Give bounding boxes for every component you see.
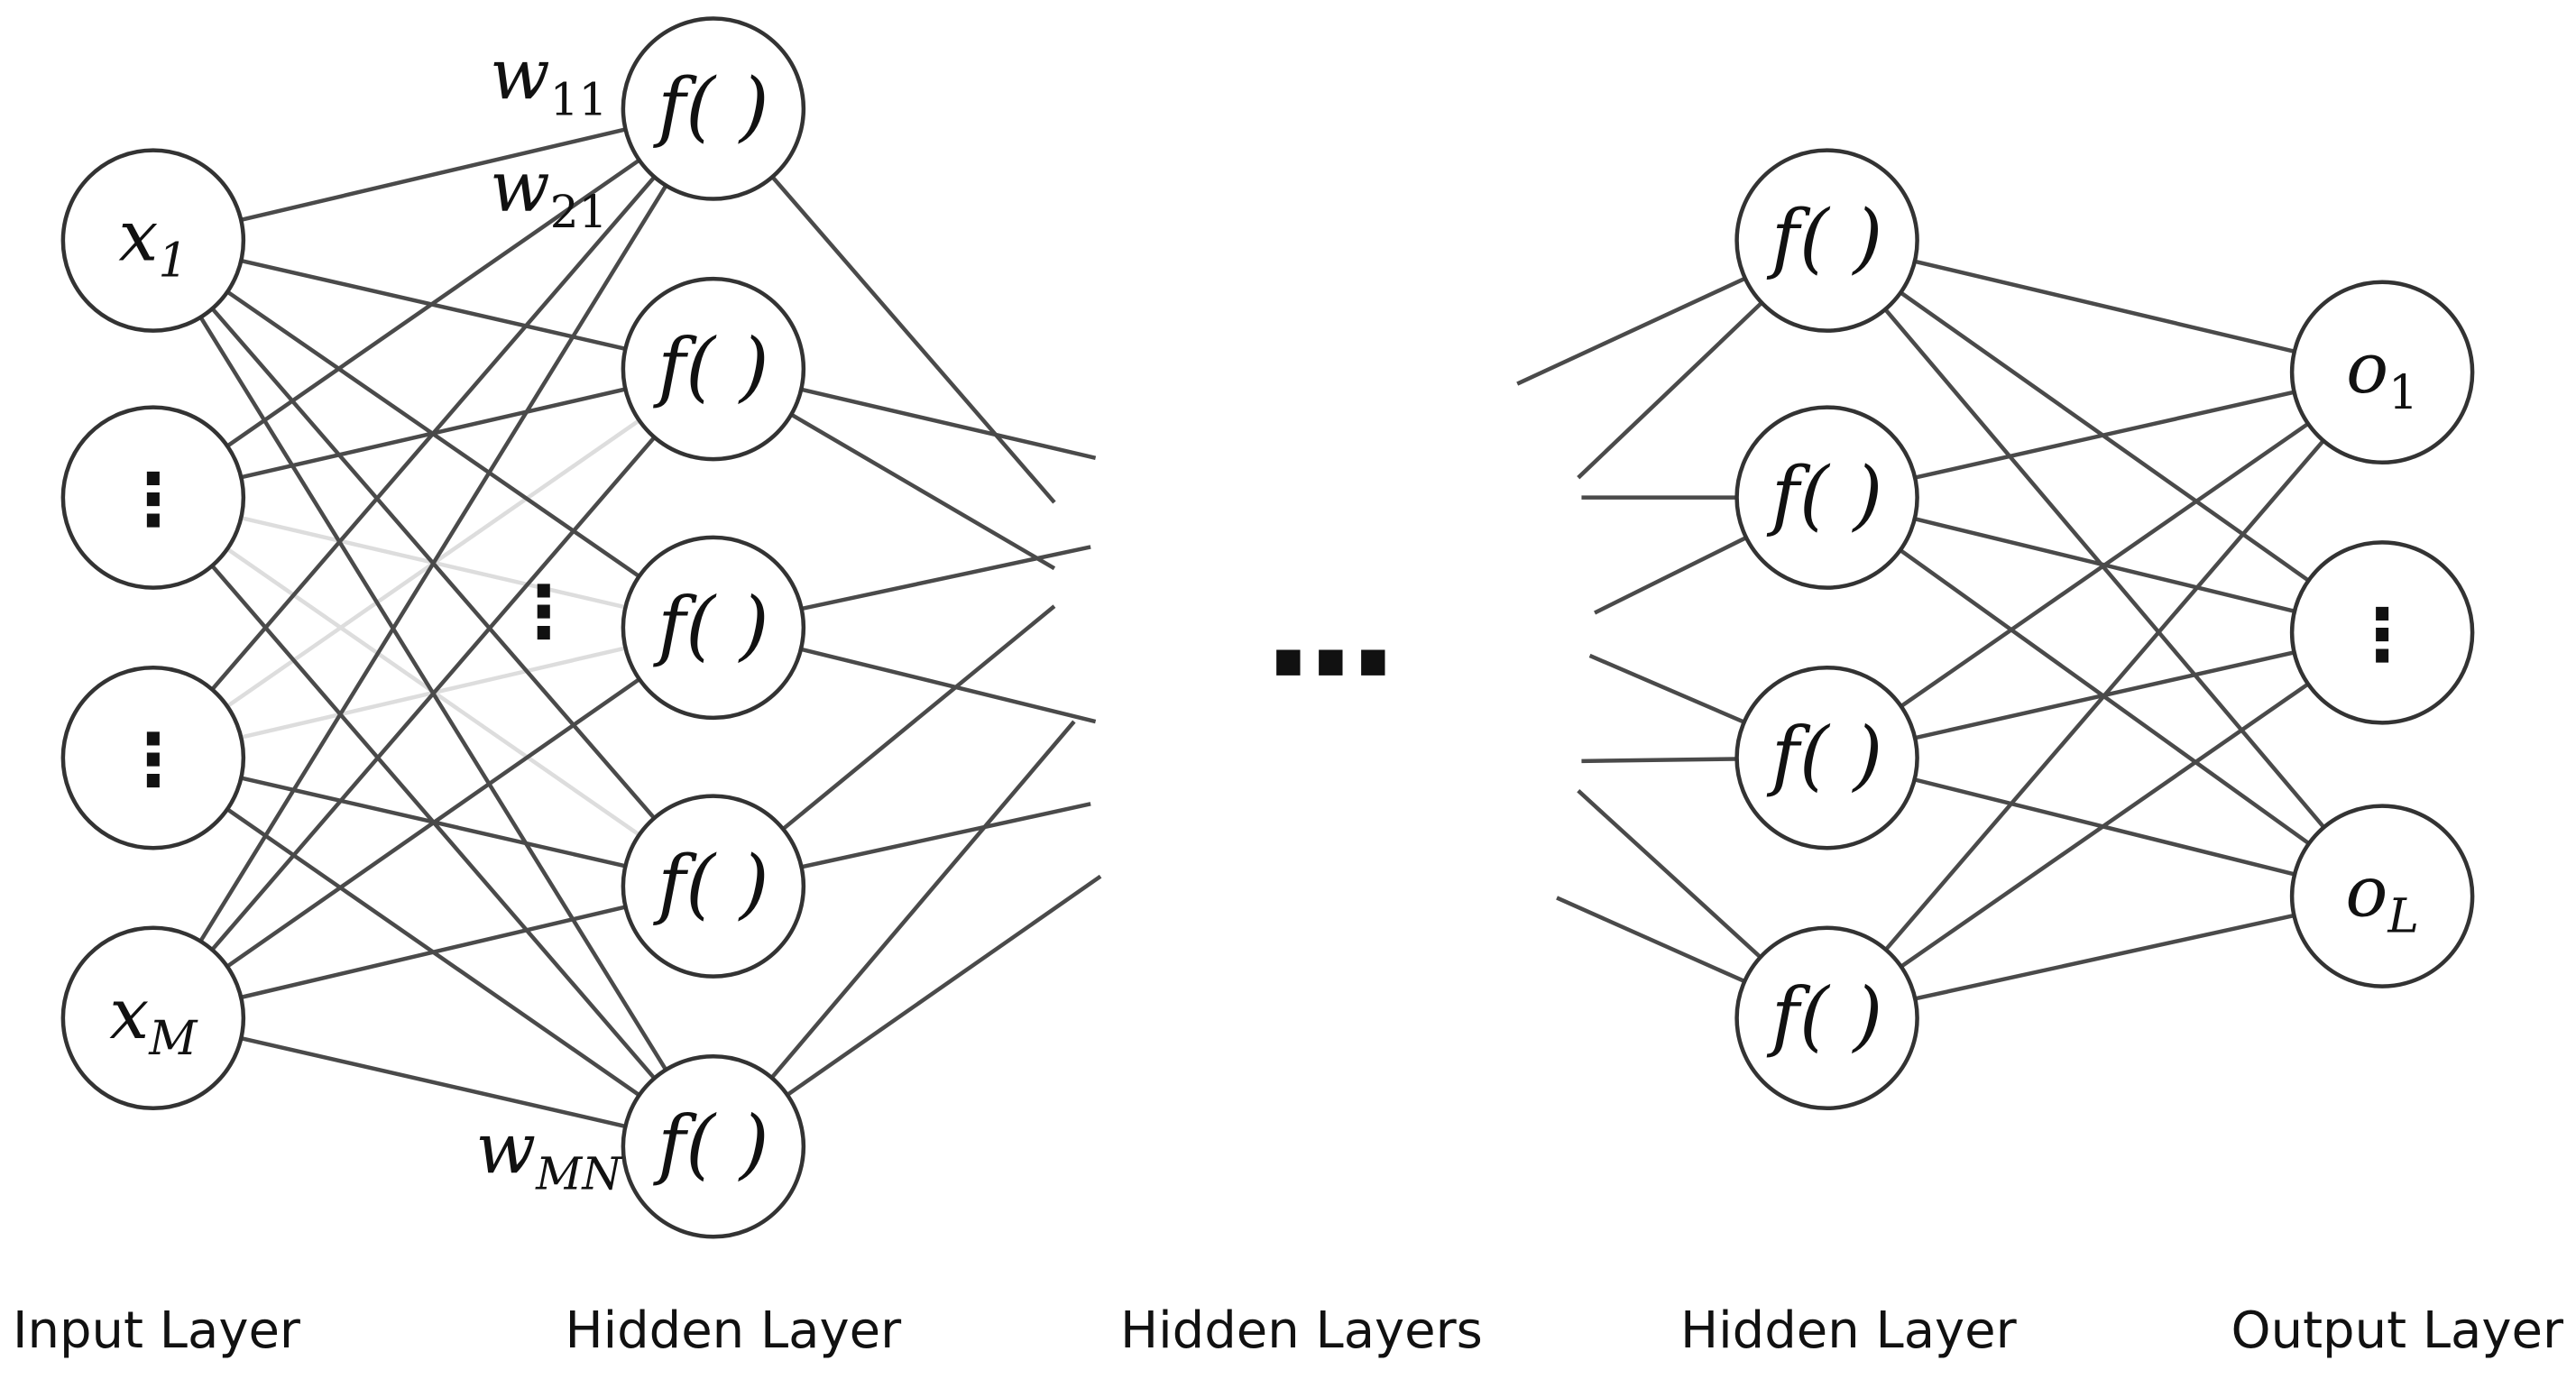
hidden-node xyxy=(1734,405,1919,590)
activation-label: f( ) xyxy=(652,840,768,928)
edge-hidden-output xyxy=(1884,439,2325,952)
truncated-edge xyxy=(790,412,1056,571)
truncated-edge xyxy=(770,175,1056,504)
output-dots: ⋮ xyxy=(2346,593,2418,676)
layer-label: Hidden Layer xyxy=(1680,1301,2018,1360)
input-node-label: xM xyxy=(109,974,198,1066)
truncated-edge xyxy=(1577,789,1762,959)
output-node-label: oL xyxy=(2345,852,2419,944)
layer-label: Hidden Layers xyxy=(1120,1301,1483,1360)
activation-label: f( ) xyxy=(1766,971,1882,1060)
edge-hidden-output xyxy=(1914,259,2295,354)
hidden-node xyxy=(1734,925,1919,1111)
weight-label: w11 xyxy=(490,35,607,126)
hidden-node xyxy=(621,1053,806,1239)
layer-label: Hidden Layer xyxy=(565,1301,902,1360)
truncated-edge xyxy=(1588,653,1745,724)
edge-hidden-output xyxy=(1914,390,2295,480)
hidden-node xyxy=(621,16,806,201)
hidden-node xyxy=(621,794,806,979)
edge-input-hidden xyxy=(240,127,627,222)
layer-label: Input Layer xyxy=(13,1301,301,1360)
edge-hidden-output xyxy=(1883,308,2326,829)
truncated-edge xyxy=(781,604,1056,831)
activation-label: f( ) xyxy=(652,62,768,151)
weight-label: w21 xyxy=(490,147,607,238)
truncated-edge xyxy=(1594,536,1748,615)
edge-input-hidden xyxy=(240,1035,626,1129)
hidden-node xyxy=(621,276,806,462)
truncated-edge xyxy=(800,387,1097,460)
activation-label: f( ) xyxy=(652,1099,768,1188)
output-node xyxy=(2289,804,2475,988)
input-dots: ⋮ xyxy=(117,458,189,542)
truncated-edge xyxy=(801,802,1091,869)
edge-hidden-output xyxy=(1900,421,2310,709)
input-node-label: x1 xyxy=(118,197,188,289)
input-node xyxy=(60,148,246,333)
layer-label: Output Layer xyxy=(2231,1301,2564,1360)
edge-hidden-output xyxy=(1914,913,2295,1001)
edge-input-hidden xyxy=(210,175,657,691)
activation-label: f( ) xyxy=(652,581,768,669)
edge-input-hidden xyxy=(198,184,668,942)
input-dots: ⋮ xyxy=(117,718,189,802)
input-node xyxy=(60,665,246,850)
truncated-edge xyxy=(1556,896,1746,984)
truncated-edge xyxy=(1577,301,1763,480)
truncated-edge xyxy=(1516,276,1746,386)
activation-label: f( ) xyxy=(1766,194,1882,282)
edge-hidden-output xyxy=(1900,682,2310,969)
edge-input-hidden xyxy=(225,158,641,448)
activation-label: f( ) xyxy=(652,322,768,410)
truncated-edge xyxy=(786,874,1102,1097)
hidden-node xyxy=(1734,665,1919,850)
truncated-edge xyxy=(1581,757,1737,764)
truncated-edge xyxy=(800,647,1097,724)
activation-label: f( ) xyxy=(1766,711,1882,799)
input-node xyxy=(60,405,246,590)
input-node xyxy=(60,925,246,1111)
output-node xyxy=(2289,540,2475,725)
edge-input-hidden xyxy=(210,436,657,952)
weight-label: wMN xyxy=(475,1108,623,1200)
nodes xyxy=(60,16,2475,1239)
hidden-node xyxy=(1734,148,1919,333)
middle-dots: ⋮ xyxy=(508,570,580,654)
hidden-layers-ellipsis: ... xyxy=(1263,551,1390,708)
connections xyxy=(198,127,2326,1129)
truncated-edge xyxy=(769,720,1076,1080)
output-node-label: o1 xyxy=(2346,328,2418,420)
hidden-node xyxy=(621,535,806,721)
edge-input-hidden xyxy=(240,905,627,1000)
output-node xyxy=(2289,280,2475,465)
edge-input-hidden xyxy=(225,677,641,969)
activation-label: f( ) xyxy=(1766,451,1882,539)
labels: x1 ⋮ ⋮ xM f( ) f( ) f( ) f( ) f( ) f( ) f( ) f( ) f(… xyxy=(13,35,2564,1360)
truncated-edge xyxy=(801,545,1091,611)
